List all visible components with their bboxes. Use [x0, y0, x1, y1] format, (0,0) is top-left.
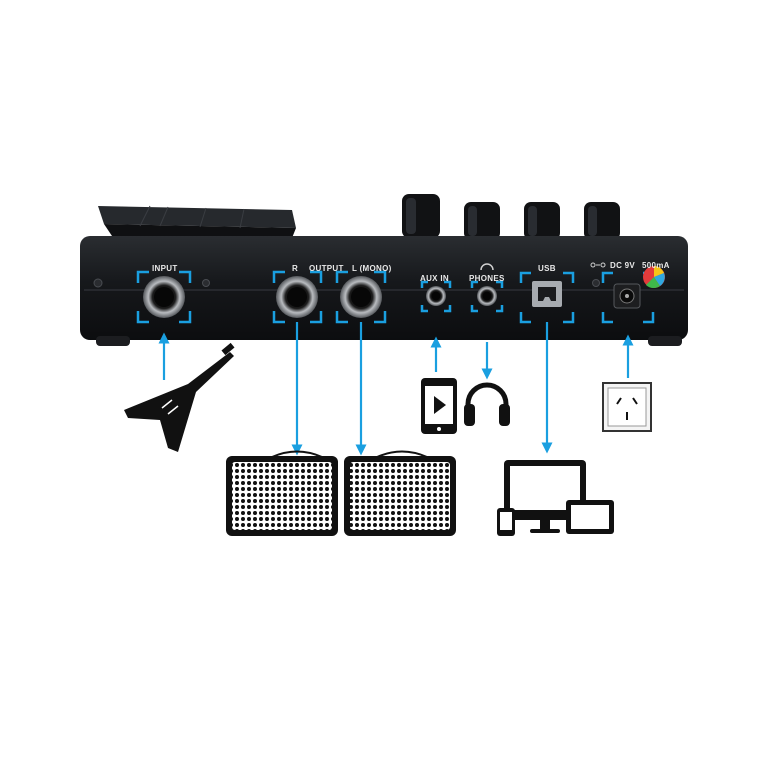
label-input: INPUT	[152, 264, 178, 273]
knob-4[interactable]	[584, 202, 620, 240]
headphones-icon	[464, 382, 510, 426]
label-output-l-mono: L (MONO)	[352, 264, 392, 273]
expression-pedal	[98, 205, 296, 238]
dc-power-jack[interactable]	[601, 271, 655, 324]
label-usb: USB	[538, 264, 556, 273]
device-body	[80, 236, 688, 340]
label-output-r: R	[292, 264, 299, 273]
dc-polarity-icon	[590, 262, 606, 268]
speaker-cabinet-icon	[344, 450, 456, 536]
smartphone-play-icon	[421, 378, 457, 434]
multi-effects-pedal	[80, 194, 688, 346]
aux-in-jack[interactable]	[420, 280, 452, 313]
electric-guitar-icon	[124, 342, 235, 452]
power-outlet-icon	[602, 382, 652, 432]
computer-tablet-phone-icon	[497, 460, 614, 536]
output-r-jack[interactable]	[272, 270, 323, 324]
speaker-cabinet-icon	[226, 450, 338, 536]
headphone-symbol-icon	[480, 263, 494, 271]
knob-1[interactable]	[402, 194, 440, 238]
label-dc: DC 9V	[610, 261, 636, 270]
knob-3[interactable]	[524, 202, 560, 240]
connection-lines	[158, 322, 634, 456]
label-phones: PHONES	[469, 274, 505, 283]
input-jack[interactable]	[136, 270, 192, 324]
label-aux-in: AUX IN	[420, 274, 449, 283]
usb-port[interactable]	[519, 271, 575, 324]
output-l-jack[interactable]	[335, 270, 387, 324]
label-dc-current: 500mA	[642, 261, 670, 270]
knob-2[interactable]	[464, 202, 500, 240]
phones-jack[interactable]	[470, 263, 504, 313]
logo-badge-icon	[643, 266, 665, 289]
label-output: OUTPUT	[309, 264, 344, 273]
